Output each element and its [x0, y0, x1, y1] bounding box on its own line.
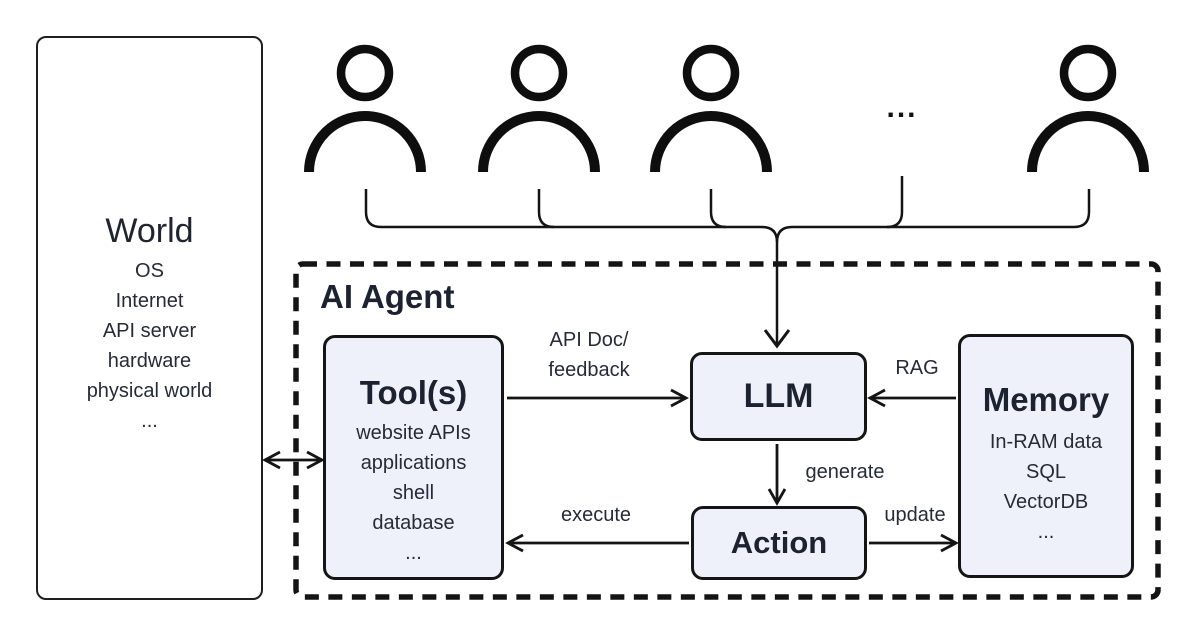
memory-items: In-RAM data SQL VectorDB ... — [961, 427, 1131, 547]
world-item: physical world — [86, 380, 213, 402]
users-connector — [364, 176, 1091, 349]
world-item: Internet — [115, 290, 184, 312]
arrowhead-down — [763, 329, 791, 349]
tools-item: database — [372, 512, 455, 534]
user-icon — [650, 44, 772, 173]
llm-title: LLM — [743, 377, 814, 415]
tools-item: ... — [405, 542, 422, 564]
world-item: ... — [141, 410, 158, 432]
world-box: World OS Internet API server hardware ph… — [36, 36, 263, 600]
api-doc-feedback-label: API Doc/ feedback — [548, 325, 629, 385]
arrow-action-to-memory — [869, 533, 959, 553]
user-shoulders — [304, 111, 426, 173]
memory-box: Memory In-RAM data SQL VectorDB ... — [958, 334, 1134, 578]
world-items: OS Internet API server hardware physical… — [38, 256, 261, 436]
action-title: Action — [730, 525, 828, 560]
generate-label: generate — [805, 461, 885, 483]
memory-item: VectorDB — [1003, 491, 1089, 513]
ai-agent-title: AI Agent — [320, 278, 455, 315]
tools-title: Tool(s) — [359, 374, 468, 411]
tools-item: website APIs — [356, 422, 471, 444]
world-title: World — [105, 212, 194, 250]
memory-item: ... — [1037, 521, 1055, 543]
user-icon — [1027, 44, 1149, 173]
action-box: Action — [691, 506, 867, 580]
connector-left-main — [364, 189, 779, 345]
arrow-memory-to-llm — [867, 388, 956, 408]
connector-right-main — [775, 189, 1091, 243]
user-shoulders — [1027, 111, 1149, 173]
llm-box: LLM — [690, 352, 867, 441]
memory-item: In-RAM data — [989, 431, 1103, 453]
connector-stub — [537, 189, 555, 229]
arrow-tools-to-llm — [507, 388, 689, 408]
tools-items: website APIs applications shell database… — [326, 418, 501, 568]
user-head — [1059, 44, 1117, 102]
tools-item: applications — [360, 452, 467, 474]
api-doc-label-line1: API Doc/ — [549, 329, 629, 351]
memory-item: SQL — [1025, 461, 1067, 483]
user-head — [510, 44, 568, 102]
tools-box: Tool(s) website APIs applications shell … — [323, 335, 504, 580]
world-item: API server — [102, 320, 197, 342]
user-icon — [478, 44, 600, 173]
user-head — [682, 44, 740, 102]
memory-title: Memory — [982, 381, 1110, 418]
api-doc-label-line2: feedback — [548, 359, 630, 381]
user-head — [336, 44, 394, 102]
connector-stub — [709, 189, 727, 229]
execute-label: execute — [560, 504, 632, 526]
rag-label: RAG — [895, 357, 939, 379]
update-label: update — [884, 504, 946, 526]
user-shoulders — [650, 111, 772, 173]
world-item: hardware — [107, 350, 192, 372]
user-icon — [304, 44, 426, 173]
arrow-llm-to-action — [767, 444, 787, 506]
users-ellipsis: ... — [886, 91, 918, 124]
arrow-world-agent-bidirectional — [262, 450, 325, 470]
arrow-action-to-tools — [505, 533, 689, 553]
world-item: OS — [135, 260, 164, 282]
connector-stub — [886, 176, 904, 229]
user-shoulders — [478, 111, 600, 173]
tools-item: shell — [392, 482, 435, 504]
